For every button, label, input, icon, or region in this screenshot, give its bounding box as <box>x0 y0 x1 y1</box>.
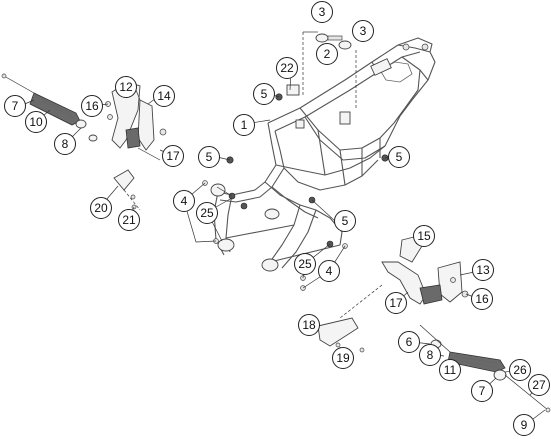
svg-text:5: 5 <box>396 150 403 164</box>
callout-12: 12 <box>115 76 137 98</box>
svg-text:16: 16 <box>475 292 489 306</box>
callout-10: 10 <box>25 111 47 133</box>
svg-text:17: 17 <box>389 296 403 310</box>
callout-15: 15 <box>413 225 435 247</box>
svg-text:5: 5 <box>261 87 268 101</box>
callout-21: 21 <box>118 209 140 231</box>
callout-25: 25 <box>294 253 316 275</box>
callout-4: 4 <box>173 190 195 212</box>
svg-text:25: 25 <box>298 257 312 271</box>
callout-17: 17 <box>385 292 407 314</box>
svg-text:27: 27 <box>532 378 546 392</box>
svg-text:3: 3 <box>360 24 367 38</box>
svg-text:8: 8 <box>62 137 69 151</box>
left-footrest-assembly <box>1 73 167 211</box>
callout-8: 8 <box>54 133 76 155</box>
callout-2: 2 <box>316 43 338 65</box>
callout-5: 5 <box>198 146 220 168</box>
callout-19: 19 <box>332 347 354 369</box>
svg-text:14: 14 <box>157 89 171 103</box>
callout-22: 22 <box>276 57 298 79</box>
svg-text:7: 7 <box>479 384 486 398</box>
svg-text:16: 16 <box>85 99 99 113</box>
callout-3: 3 <box>311 1 333 23</box>
callout-9: 9 <box>513 414 535 436</box>
svg-text:12: 12 <box>119 80 133 94</box>
svg-text:13: 13 <box>476 263 490 277</box>
svg-text:20: 20 <box>94 201 108 215</box>
callout-16: 16 <box>81 95 103 117</box>
svg-text:2: 2 <box>324 47 331 61</box>
assembly-lines-top <box>302 31 357 110</box>
callout-7: 7 <box>4 95 26 117</box>
svg-text:7: 7 <box>12 99 19 113</box>
svg-text:19: 19 <box>336 351 350 365</box>
callout-leaders <box>19 67 546 426</box>
svg-text:11: 11 <box>444 363 457 377</box>
callout-17: 17 <box>162 145 184 167</box>
callout-20: 20 <box>90 197 112 219</box>
callout-25: 25 <box>196 202 218 224</box>
callout-1: 1 <box>233 114 255 136</box>
svg-text:6: 6 <box>406 335 413 349</box>
svg-text:22: 22 <box>280 61 294 75</box>
svg-text:5: 5 <box>342 214 349 228</box>
svg-text:9: 9 <box>521 418 528 432</box>
svg-text:4: 4 <box>181 194 188 208</box>
callout-14: 14 <box>153 85 175 107</box>
right-footrest-assembly <box>317 235 551 413</box>
callout-5: 5 <box>388 146 410 168</box>
callout-27: 27 <box>528 374 550 396</box>
callout-3: 3 <box>352 20 374 42</box>
svg-text:25: 25 <box>200 206 214 220</box>
svg-text:26: 26 <box>513 363 527 377</box>
svg-text:1: 1 <box>241 118 248 132</box>
svg-text:10: 10 <box>29 115 43 129</box>
svg-text:18: 18 <box>302 318 316 332</box>
svg-text:15: 15 <box>417 229 431 243</box>
callout-16: 16 <box>471 288 493 310</box>
callout-13: 13 <box>472 259 494 281</box>
svg-text:4: 4 <box>326 264 333 278</box>
callout-11: 11 <box>439 359 461 381</box>
svg-text:21: 21 <box>122 213 136 227</box>
callouts: 3 3 2 22 5 1 12 14 7 16 10 8 17 5 5 4 25… <box>4 1 550 436</box>
svg-text:8: 8 <box>427 348 434 362</box>
callout-18: 18 <box>298 314 320 336</box>
svg-text:17: 17 <box>166 149 180 163</box>
callout-4: 4 <box>318 260 340 282</box>
callout-7: 7 <box>471 380 493 402</box>
callout-26: 26 <box>509 359 531 381</box>
callout-5: 5 <box>253 83 275 105</box>
callout-5: 5 <box>334 210 356 232</box>
callout-8: 8 <box>419 344 441 366</box>
svg-text:5: 5 <box>206 150 213 164</box>
svg-text:3: 3 <box>319 5 326 19</box>
callout-6: 6 <box>398 331 420 353</box>
